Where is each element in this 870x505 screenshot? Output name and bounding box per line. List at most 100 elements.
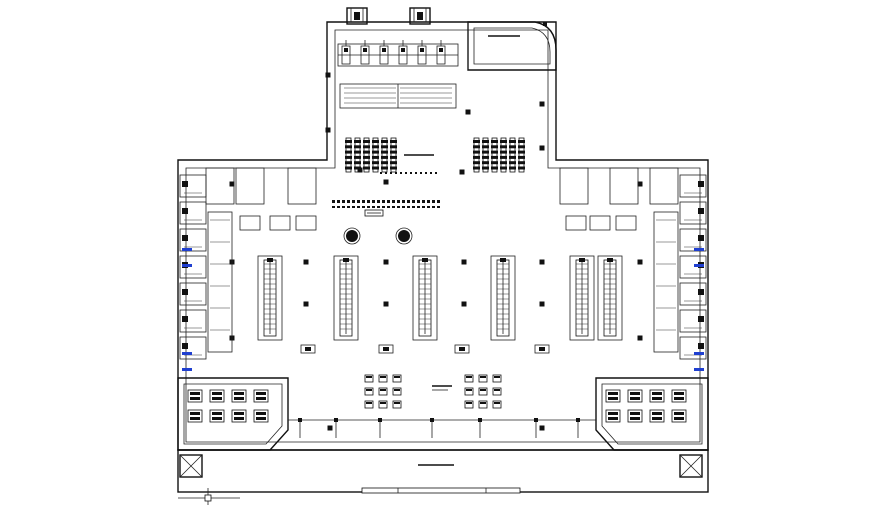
chair <box>494 402 500 404</box>
seat-row <box>473 137 480 173</box>
lounge-seat-block <box>649 389 665 403</box>
bench <box>342 206 345 208</box>
accent-marker <box>182 368 192 371</box>
bench <box>372 200 375 203</box>
seat <box>390 161 397 165</box>
chair <box>380 402 386 404</box>
seat <box>491 150 498 154</box>
seat <box>390 166 397 170</box>
table <box>478 387 488 396</box>
seat <box>500 155 507 159</box>
escalator-pit <box>569 255 595 341</box>
lounge-seat <box>674 397 684 400</box>
bench <box>357 200 360 203</box>
column <box>637 181 643 187</box>
escalator-pit <box>412 255 438 341</box>
upper-seating-right <box>473 137 525 173</box>
lounge-seat-block <box>209 409 225 423</box>
column <box>325 127 331 133</box>
table <box>392 400 402 409</box>
seat <box>363 145 370 149</box>
central-seating <box>364 374 502 409</box>
seat <box>509 166 516 170</box>
column <box>539 425 545 431</box>
lounge-seat <box>234 417 244 420</box>
lounge-seat <box>256 392 266 395</box>
bench <box>332 200 335 203</box>
lounge-seat-block <box>253 409 269 423</box>
lounge-seat <box>608 412 618 415</box>
room <box>179 282 207 306</box>
bench <box>352 200 355 203</box>
column <box>383 259 389 265</box>
seat <box>354 155 361 159</box>
seat-row <box>390 137 397 173</box>
bench <box>390 172 392 174</box>
bench <box>362 200 365 203</box>
room <box>679 336 707 360</box>
seat <box>491 140 498 143</box>
seat <box>372 155 379 159</box>
seat <box>482 140 489 143</box>
landing-mark <box>383 347 389 351</box>
lounge-seat <box>674 412 684 415</box>
landing <box>300 344 316 354</box>
fixture <box>698 208 704 214</box>
right-wing-rooms <box>559 167 707 371</box>
left-lounge <box>177 377 289 451</box>
gate-scanner <box>401 48 405 52</box>
top-right-annex <box>467 21 557 71</box>
chair <box>394 376 400 378</box>
accent-marker <box>182 248 192 251</box>
seat <box>363 140 370 143</box>
room <box>679 255 707 279</box>
room <box>679 282 707 306</box>
seat <box>518 161 525 165</box>
lounge-seat <box>608 417 618 420</box>
chair <box>366 376 372 378</box>
seat <box>381 140 388 143</box>
seat <box>345 166 352 170</box>
escalator-landings <box>300 344 550 354</box>
bench <box>337 200 340 203</box>
table <box>464 374 474 383</box>
security-gates <box>337 40 459 67</box>
accent-marker <box>694 264 704 267</box>
lounge-seat-block <box>605 409 621 423</box>
seat <box>390 145 397 149</box>
lounge-seat <box>256 412 266 415</box>
bench <box>432 206 435 208</box>
seat-row <box>491 137 498 173</box>
seat <box>372 166 379 170</box>
column <box>229 181 235 187</box>
bench <box>392 200 395 203</box>
right-lounge <box>595 377 709 451</box>
seat <box>363 155 370 159</box>
bench <box>377 206 380 208</box>
column <box>539 145 545 151</box>
bench <box>397 206 400 208</box>
column <box>539 301 545 307</box>
gate-marker <box>298 418 302 422</box>
table <box>478 374 488 383</box>
accent-marker <box>694 368 704 371</box>
gate-scanner <box>363 48 367 52</box>
structural-columns <box>229 72 643 431</box>
chair <box>394 389 400 391</box>
lounge-seat <box>212 417 222 420</box>
seat <box>354 150 361 154</box>
lounge-seat <box>652 417 662 420</box>
seat <box>500 140 507 143</box>
seat <box>390 140 397 143</box>
chair <box>480 376 486 378</box>
seat <box>518 145 525 149</box>
lounge-seat <box>630 412 640 415</box>
room <box>679 228 707 252</box>
column <box>327 425 333 431</box>
seat <box>354 161 361 165</box>
lounge-seat-block <box>671 389 687 403</box>
column <box>539 259 545 265</box>
bench <box>367 206 370 208</box>
bench <box>392 206 395 208</box>
escalator-pit <box>597 255 623 341</box>
